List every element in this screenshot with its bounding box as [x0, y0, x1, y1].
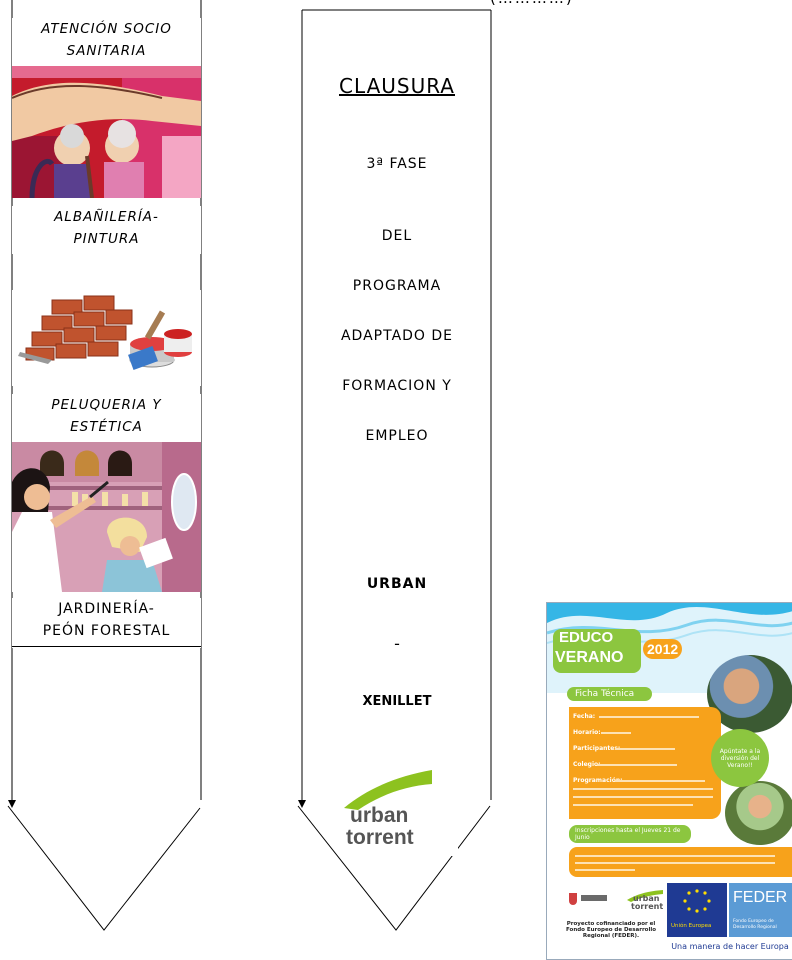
poster-line: [597, 764, 677, 766]
poster-field-fecha: Fecha:: [573, 713, 596, 720]
poster-line: [575, 862, 775, 864]
elderly-care-illustration: [12, 66, 201, 198]
bricks-paint-illustration: [12, 290, 201, 386]
urban-torrent-logo: urban torrent: [338, 764, 458, 856]
label-jardineria-peon-forestal: JARDINERÍA- PEÓN FORESTAL: [12, 598, 201, 648]
poster-line: [573, 804, 693, 806]
dash-text: -: [394, 634, 400, 653]
educo-verano-poster: EDUCO VERANO 2012 Ficha Técnica Fecha: H…: [546, 602, 792, 960]
program-line-adaptado: ADAPTADO DE: [340, 328, 454, 344]
poster-field-horario: Horario:: [573, 729, 601, 736]
program-line-formacion: FORMACION Y: [342, 378, 452, 394]
poster-line: [575, 855, 775, 857]
poster-logo-word-urban: urban: [633, 894, 660, 903]
poster-line: [575, 869, 635, 871]
poster-field-programacion: Programación:: [573, 777, 623, 784]
urban-text: URBAN: [366, 576, 428, 592]
poster-cofinanciado-text: Proyecto cofinanciado por el Fondo Europ…: [566, 921, 656, 939]
top-text-fragment: (…………): [490, 0, 574, 7]
poster-field-participantes: Participantes:: [573, 745, 621, 752]
poster-line: [599, 716, 699, 718]
feder-block: FEDER Fondo Europeo de Desarrollo Region…: [729, 883, 792, 937]
poster-town-logo-text: [581, 895, 607, 901]
phase-text: 3ª FASE: [366, 156, 428, 172]
poster-shield-logo: [569, 893, 577, 905]
feder-label: FEDER: [733, 889, 788, 906]
poster-year-badge: 2012: [643, 639, 683, 659]
eu-union-label: Unión Europea: [671, 923, 712, 929]
poster-inscripciones: Inscripciones hasta el Jueves 21 de Juni…: [569, 825, 691, 843]
poster-title-educo: EDUCO: [559, 629, 614, 646]
poster-line: [601, 732, 631, 734]
poster-line: [573, 788, 713, 790]
poster-inscripciones-panel: [569, 847, 792, 877]
poster-title-verano: VERANO: [555, 649, 624, 666]
label-atencion-socio-sanitaria: ATENCIÓN SOCIO SANITARIA: [12, 18, 201, 66]
label-divider: [12, 646, 201, 647]
poster-urban-logo: urban torrent: [623, 887, 667, 915]
xenillet-text: XENILLET: [362, 694, 432, 709]
poster-line: [615, 748, 675, 750]
eu-manera-label: Una manera de hacer Europa: [667, 939, 792, 955]
poster-info-panel: Fecha: Horario: Participantes: Colegio: …: [569, 707, 721, 819]
poster-line: [615, 780, 705, 782]
eu-flag: Unión Europea: [667, 883, 727, 937]
program-line-del: DEL: [381, 228, 413, 244]
hairdresser-illustration: [12, 442, 201, 592]
program-line-empleo: EMPLEO: [365, 428, 429, 444]
poster-photo-kids-2: [725, 781, 792, 845]
logo-word-torrent: torrent: [346, 826, 414, 849]
clausura-title: CLAUSURA: [339, 74, 455, 98]
poster-title-badge: [553, 629, 641, 673]
poster-line: [573, 796, 713, 798]
poster-field-colegio: Colegio:: [573, 761, 601, 768]
feder-fondo-label: Fondo Europeo de Desarrollo Regional: [733, 919, 777, 930]
poster-photo-kids-1: [707, 655, 792, 733]
label-albanileria-pintura: ALBAÑILERÍA- PINTURA: [12, 206, 201, 254]
label-peluqueria-estetica: PELUQUERIA Y ESTÉTICA: [12, 394, 201, 442]
poster-logo-word-torrent: torrent: [631, 902, 664, 911]
program-line-programa: PROGRAMA: [352, 278, 442, 294]
poster-callout: Apúntate a la diversión del Verano!!: [711, 729, 769, 787]
logo-word-urban: urban: [350, 804, 409, 827]
center-arrow-outline: [297, 9, 492, 931]
poster-ficha-label: Ficha Técnica: [567, 687, 653, 701]
